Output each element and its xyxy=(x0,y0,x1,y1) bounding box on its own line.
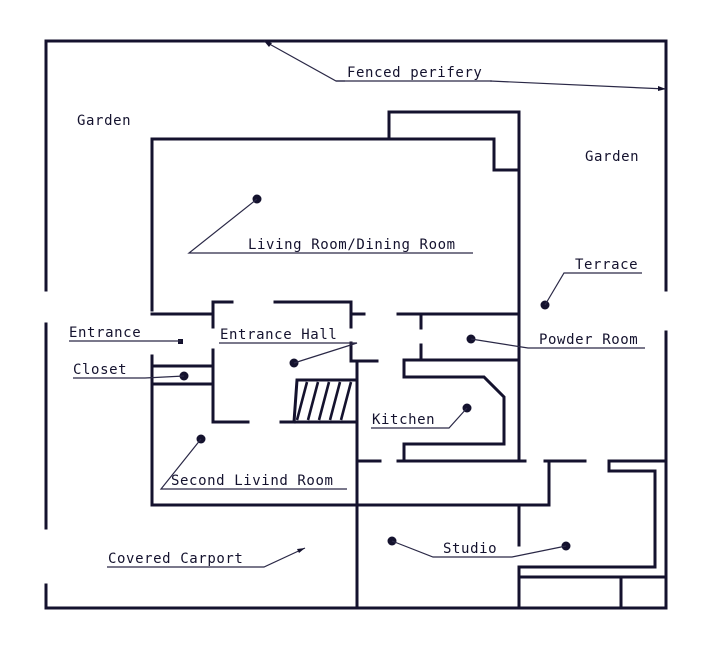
terrace-label: Terrace xyxy=(575,257,638,273)
annotations xyxy=(69,40,667,568)
carport-leader xyxy=(107,547,306,568)
entrance-hall-label: Entrance Hall xyxy=(220,327,337,343)
terrace-leader xyxy=(544,272,642,306)
arrowhead-icon xyxy=(264,41,272,47)
stair-step xyxy=(295,381,309,421)
hall-top-left-wall xyxy=(211,300,234,329)
living-dining-label: Living Room/Dining Room xyxy=(248,237,456,253)
garden-left-label: Garden xyxy=(77,113,131,129)
closet-leader xyxy=(73,375,185,379)
studio-label: Studio xyxy=(443,541,497,557)
hall-right-upper-wall xyxy=(349,341,379,363)
entrance-label: Entrance xyxy=(69,325,141,341)
staircase-outline xyxy=(292,378,359,424)
fence-leader-left xyxy=(263,40,345,82)
house-walls xyxy=(150,110,551,610)
kitchen-counter-outline xyxy=(402,358,506,463)
stair-step xyxy=(339,381,353,421)
fence-leader-right xyxy=(489,80,667,90)
arrowhead-icon xyxy=(297,548,305,553)
stair-step xyxy=(328,381,342,421)
covered-carport-label: Covered Carport xyxy=(108,551,243,567)
storage-inner-wall xyxy=(517,459,668,610)
staircase xyxy=(292,378,359,424)
fence-top-left-wall xyxy=(44,39,668,292)
stair-step xyxy=(306,381,320,421)
hall-top-right-wall xyxy=(273,300,353,329)
garden-right-label: Garden xyxy=(585,149,639,165)
entrance-hall-leader xyxy=(219,342,358,364)
powder-room-label: Powder Room xyxy=(539,332,638,348)
fence-walls xyxy=(44,39,668,610)
stair-step xyxy=(317,381,331,421)
fence-bottom-wall xyxy=(44,583,359,610)
chimney-wall xyxy=(387,110,521,172)
arrowhead-icon xyxy=(658,86,666,91)
labels: Fenced perifery Garden Garden Living Roo… xyxy=(69,65,639,567)
powder-room-leader xyxy=(470,338,645,349)
fenced-perifery-label: Fenced perifery xyxy=(347,65,482,81)
second-living-leader xyxy=(159,438,347,490)
interior-walls xyxy=(150,300,668,610)
living-room-leader xyxy=(187,198,473,254)
kitchen-label: Kitchen xyxy=(372,412,435,428)
second-living-label: Second Livind Room xyxy=(171,473,334,489)
studio-leader xyxy=(391,540,567,558)
kitchen-leader xyxy=(371,407,468,429)
house-outer-wall xyxy=(150,137,521,463)
closet-label: Closet xyxy=(73,362,127,378)
